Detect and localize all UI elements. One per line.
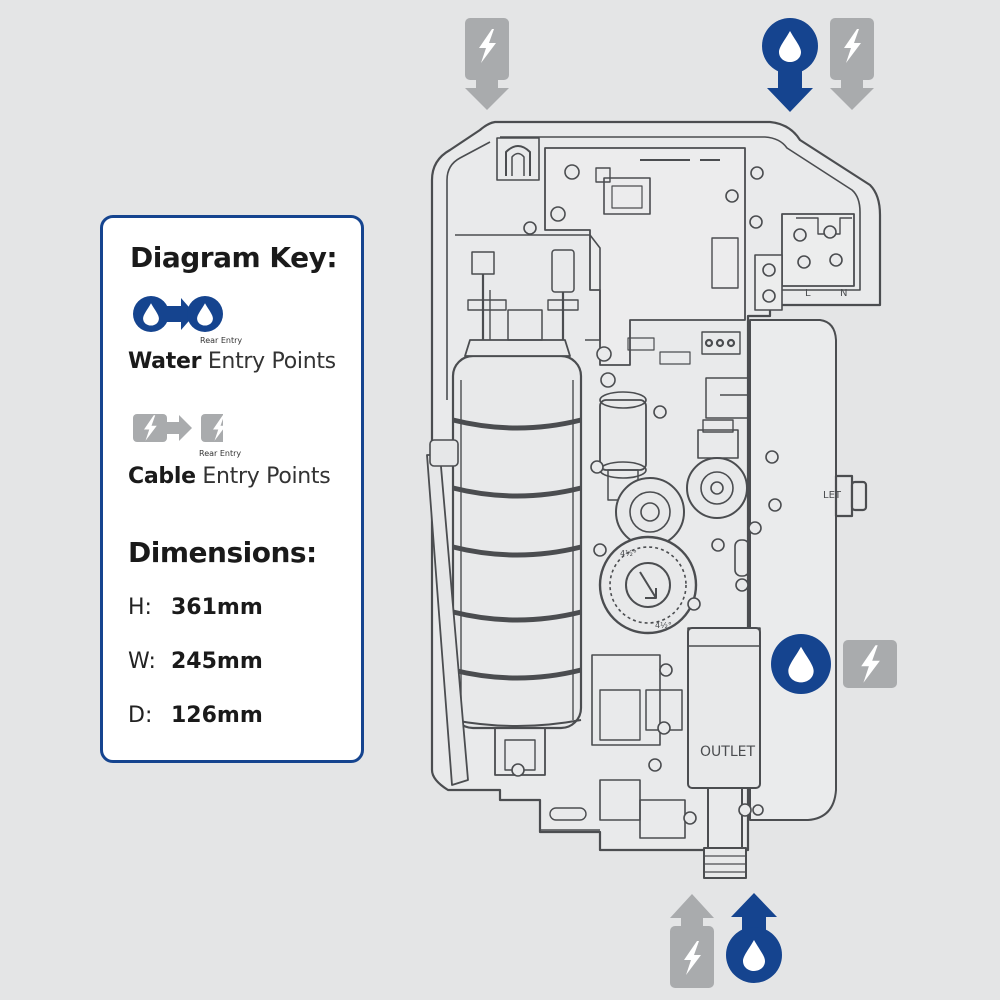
dimension-label-depth: D: — [128, 703, 153, 728]
water-drop-icon — [143, 303, 159, 326]
water-entry-arrow-top-right — [762, 18, 818, 112]
water-drop-icon — [197, 303, 213, 326]
water-rear-entry-label: Rear Entry — [200, 336, 243, 345]
diagram-key-panel: Diagram Key: Rear Entry Water Entry Poin… — [100, 215, 364, 763]
outlet-label: OUTLET — [700, 744, 755, 760]
cable-entry-arrow-bottom — [670, 894, 714, 988]
water-entry-text: Water Entry Points — [128, 349, 336, 374]
heater-unit: 4½° 4½° OUTLET LET L N — [426, 120, 882, 879]
dimension-label-width: W: — [128, 649, 156, 674]
cable-entry-arrow-top-right — [830, 18, 874, 110]
screws — [511, 164, 843, 825]
cable-rear-entry-label: Rear Entry — [199, 449, 242, 458]
key-title: Diagram Key: — [130, 241, 338, 274]
lightning-bolt-icon — [213, 415, 223, 441]
dimensions-title: Dimensions: — [128, 536, 317, 569]
water-entry-arrow-bottom — [726, 893, 782, 983]
dimension-label-height: H: — [128, 595, 152, 620]
live-label: L — [805, 288, 811, 299]
cable-entry-text: Cable Entry Points — [128, 464, 331, 489]
dimension-value-height: 361mm — [171, 595, 263, 620]
dimension-value-width: 245mm — [171, 649, 263, 674]
cable-entry-key-icon — [133, 414, 223, 442]
lightning-bolt-icon — [144, 415, 157, 441]
dimension-value-depth: 126mm — [171, 703, 263, 728]
water-rear-entry-icon — [771, 634, 831, 694]
neutral-label: N — [840, 288, 847, 299]
cable-entry-arrow-top-left — [465, 18, 509, 110]
dial-marking-bottom: 4½° — [655, 621, 672, 630]
dial-marking-top: 4½° — [620, 549, 637, 558]
outlet-side-label: LET — [823, 490, 842, 501]
water-label: Water — [128, 349, 202, 374]
water-entry-points-label: Entry Points — [207, 349, 336, 374]
cable-label: Cable — [128, 464, 196, 489]
cable-entry-points-label: Entry Points — [202, 464, 331, 489]
water-entry-key-icon — [133, 296, 223, 332]
cable-rear-entry-icon — [843, 640, 897, 688]
